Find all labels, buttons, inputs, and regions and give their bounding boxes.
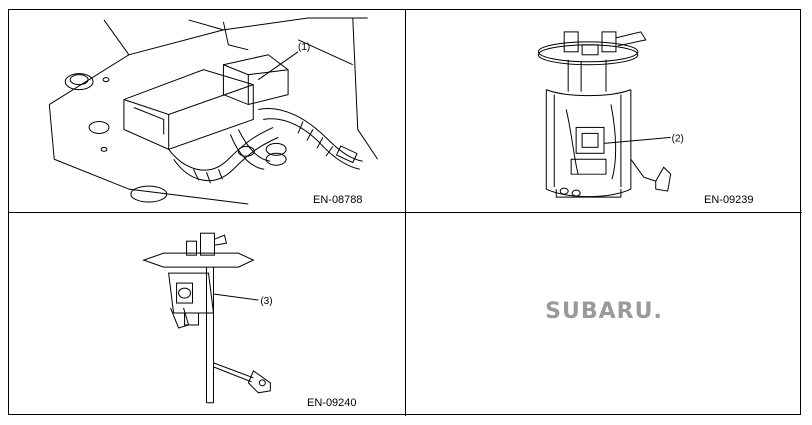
figure-code-2: EN-09239 xyxy=(704,194,754,206)
engine-bay-illustration: (1) xyxy=(48,17,379,205)
subaru-logo: SUBARU. xyxy=(545,299,663,324)
figure-code-1: EN-08788 xyxy=(313,194,363,206)
callout-1: (1) xyxy=(298,42,310,53)
callout-2: (2) xyxy=(672,133,684,144)
figure-panel-2: (2) EN-09239 xyxy=(406,10,802,213)
figure-panel-4: SUBARU. xyxy=(406,213,802,416)
figure-code-3: EN-09240 xyxy=(307,397,357,409)
figure-panel-1: (1) EN-08788 xyxy=(9,10,406,213)
fuel-pump-illustration: (2) xyxy=(537,31,684,198)
callout-3: (3) xyxy=(260,296,272,307)
figure-grid: (1) EN-08788 xyxy=(8,9,802,416)
figure-panel-3: (3) EN-09240 xyxy=(9,213,406,416)
fuel-level-sender-illustration: (3) xyxy=(142,232,273,404)
